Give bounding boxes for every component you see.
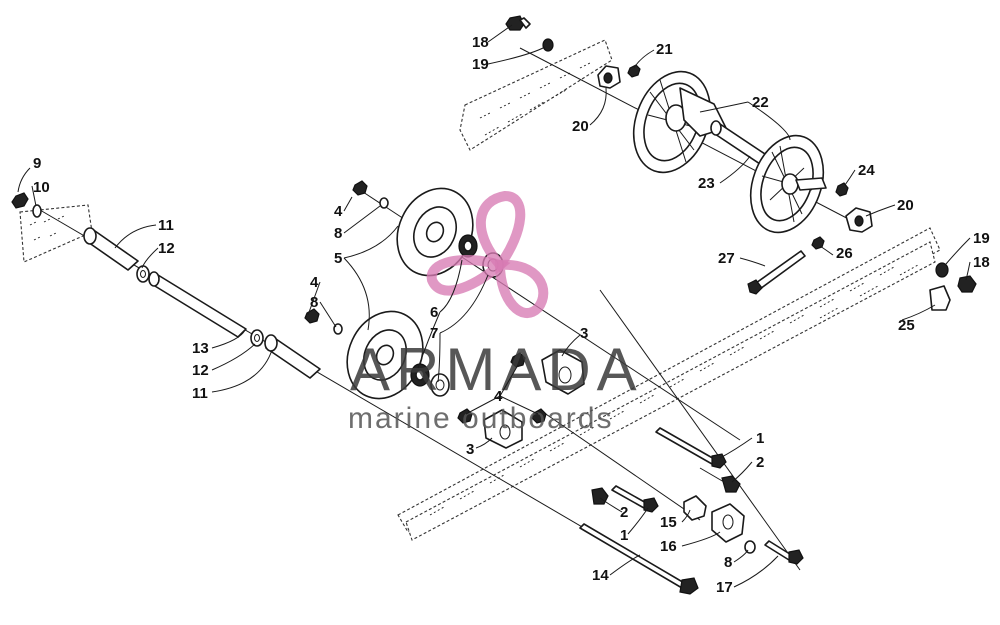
washer-8-top [379, 197, 389, 209]
callout-21: 21 [656, 41, 673, 58]
callout-24: 24 [858, 162, 875, 179]
nut-4-low-c [510, 352, 526, 368]
main-rail [397, 227, 941, 541]
callout-5: 5 [334, 250, 342, 267]
bolt-2-lower [591, 487, 609, 505]
block-16 [711, 503, 745, 543]
callout-16: 16 [660, 538, 677, 555]
cross-shaft [148, 271, 247, 338]
bolt-24 [835, 182, 849, 197]
spacer-7-lower [430, 373, 450, 397]
callout-12-lower: 12 [192, 362, 209, 379]
callout-11-upper: 11 [158, 217, 174, 234]
idler-wheel-upper [396, 187, 474, 277]
spacer-tube-upper [83, 227, 139, 271]
watermark-title: ARMADA [350, 336, 643, 403]
callout-18-right: 18 [973, 254, 990, 271]
bolt-17 [764, 540, 804, 565]
spacer-15 [683, 495, 707, 521]
nut-4-mid [304, 308, 320, 324]
bracket-3-upper [541, 349, 585, 395]
upper-rail [459, 39, 613, 151]
callout-22: 22 [752, 94, 769, 111]
callout-19-right: 19 [973, 230, 990, 247]
bolt-1-right [655, 427, 727, 469]
callout-19-top: 19 [472, 56, 489, 73]
washer-19-right [935, 262, 949, 278]
callout-4-top: 4 [334, 203, 343, 220]
drive-wheel-rear [749, 134, 827, 234]
callout-3-upper: 3 [580, 325, 588, 342]
bearing-6-lower [410, 363, 430, 387]
callout-4-low: 4 [494, 388, 503, 405]
washer-12-lower [250, 329, 264, 347]
bracket-3-lower [483, 409, 523, 449]
washer-10 [32, 204, 42, 218]
callout-18-top: 18 [472, 34, 489, 51]
callout-26: 26 [836, 245, 853, 262]
callout-4-mid: 4 [310, 274, 319, 291]
nut-9 [11, 192, 29, 209]
callout-labels: 9 10 11 12 13 12 11 4 8 5 4 8 6 7 3 4 3 … [33, 34, 990, 596]
callout-1-right: 1 [756, 430, 764, 447]
watermark-subtitle: marine outboards [348, 402, 613, 435]
bearing-6-upper [458, 234, 478, 258]
callout-8-top: 8 [334, 225, 342, 242]
bolt-1-lower [611, 485, 659, 513]
callout-7: 7 [430, 325, 438, 342]
callout-27: 27 [718, 250, 735, 267]
callout-15: 15 [660, 514, 677, 531]
nut-21 [627, 64, 641, 78]
callout-25: 25 [898, 317, 915, 334]
callout-2-right: 2 [756, 454, 764, 471]
callout-8-mid: 8 [310, 294, 318, 311]
idler-wheel-lower [346, 310, 424, 400]
callout-11-lower: 11 [192, 385, 208, 402]
callout-20-right: 20 [897, 197, 914, 214]
washer-19-top [542, 38, 554, 52]
nut-4-top [352, 180, 368, 196]
bolt-18-right [957, 275, 977, 293]
callout-8-low: 8 [724, 554, 732, 571]
callout-9: 9 [33, 155, 41, 172]
callout-20-top: 20 [572, 118, 589, 135]
callout-10: 10 [33, 179, 50, 196]
washer-12-upper [136, 265, 150, 283]
mount-20-right [845, 207, 873, 233]
washer-8-low [744, 540, 756, 554]
propeller-logo [426, 190, 549, 318]
bolt-18-top [505, 15, 531, 31]
callout-17: 17 [716, 579, 733, 596]
callout-3-lower: 3 [466, 441, 474, 458]
callout-13: 13 [192, 340, 209, 357]
spacer-tube-lower [264, 334, 321, 379]
leader-lines [17, 24, 971, 588]
mount-20-top [597, 65, 621, 89]
long-bolt-14 [579, 523, 699, 595]
callout-23: 23 [698, 175, 715, 192]
bolt-2-right [699, 467, 741, 493]
callout-1-lower: 1 [620, 527, 628, 544]
callout-12-upper: 12 [158, 240, 175, 257]
callout-6: 6 [430, 304, 438, 321]
long-bolt-27 [747, 250, 806, 295]
callout-14: 14 [592, 567, 609, 584]
left-rail-front [19, 204, 93, 263]
callout-2-lower: 2 [620, 504, 628, 521]
